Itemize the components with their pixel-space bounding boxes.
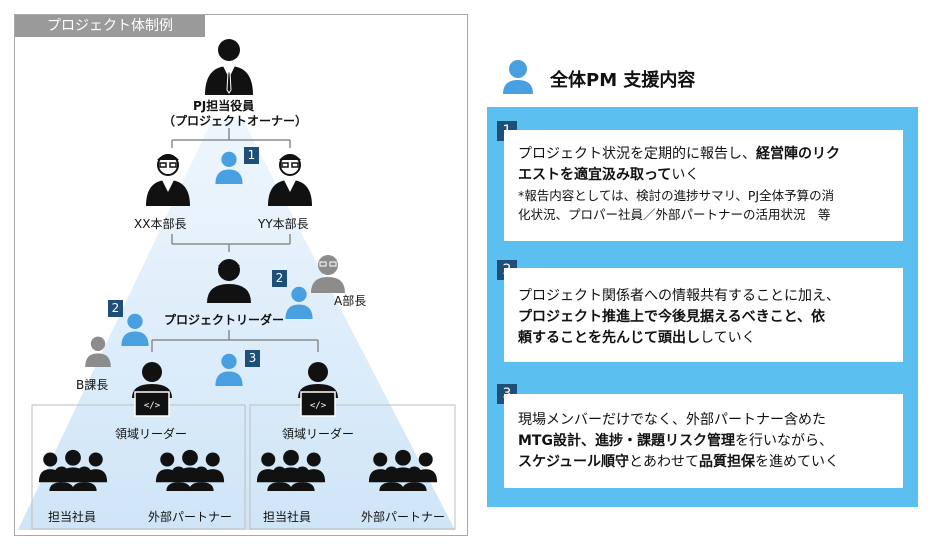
svg-text:</>: </> (310, 401, 327, 411)
b-manager-label: B課長 (76, 378, 109, 392)
responsibility-beam (18, 120, 455, 530)
team-left-partner-label: 外部パートナー (148, 510, 233, 524)
dept-head-left-label: XX本部長 (134, 217, 187, 231)
item1-p3: エストを適宜汲み取って (518, 167, 672, 183)
badge-2b: 2 (108, 300, 123, 317)
team-right-partner-label: 外部パートナー (361, 510, 446, 524)
item2-p3: 頼することを先んじて頭出し (518, 330, 700, 346)
support-item-2-text: プロジェクト関係者への情報共有することに加え、 プロジェクト推進上で今後見据える… (518, 286, 895, 349)
item1-note1: *報告内容としては、検討の進捗サマリ、PJ全体予算の消 (518, 188, 835, 203)
domain-leader-right-icon: </> (298, 362, 338, 417)
domain-leader-left-label: 領域リーダー (115, 427, 188, 441)
a-manager-label: A部長 (334, 294, 367, 308)
item3-p2: MTG設計、進捗・課題リスク管理 (518, 433, 735, 449)
badge-1: 1 (244, 147, 259, 164)
item3-p6: 品質担保 (699, 454, 756, 470)
item1-p4: いく (671, 167, 700, 183)
domain-leader-left-icon: </> (132, 362, 172, 417)
support-item-2: プロジェクト関係者への情報共有することに加え、 プロジェクト推進上で今後見据える… (504, 268, 903, 362)
item3-p3: を行いながら、 (734, 433, 833, 449)
owner-person-icon (205, 39, 253, 95)
leader-label: プロジェクトリーダー (164, 313, 285, 327)
leader-person-icon (207, 259, 251, 303)
item2-p4: していく (700, 330, 756, 346)
item3-p5: とあわせて (629, 454, 700, 470)
support-item-1-text: プロジェクト状況を定期的に報告し、経営陣のリク エストを適宜汲み取っていく *報… (518, 144, 895, 224)
support-item-3-text: 現場メンバーだけでなく、外部パートナー含めた MTG設計、進捗・課題リスク管理を… (518, 410, 895, 473)
owner-sublabel: （プロジェクトオーナー） (163, 114, 308, 128)
item3-p4: スケジュール順守 (518, 454, 630, 470)
badge-3: 3 (245, 350, 260, 367)
item1-p1: プロジェクト状況を定期的に報告し、 (518, 146, 756, 162)
item1-p2: 経営陣のリク (756, 146, 840, 162)
item2-p1: プロジェクト関係者への情報共有することに加え、 (518, 288, 840, 304)
item1-note2: 化状況、プロパー社員／外部パートナーの活用状況 等 (518, 207, 831, 222)
org-connectors (151, 128, 319, 352)
dept-head-right-icon (268, 154, 312, 206)
support-item-1-note: *報告内容としては、検討の進捗サマリ、PJ全体予算の消 化状況、プロパー社員／外… (518, 186, 895, 224)
support-item-1: プロジェクト状況を定期的に報告し、経営陣のリク エストを適宜汲み取っていく *報… (504, 130, 903, 241)
diagram-graphics: </> </> (18, 39, 456, 530)
badge-2a: 2 (272, 270, 287, 287)
item2-p2: プロジェクト推進上で今後見据えるべきこと、依 (518, 309, 826, 325)
support-item-3: 現場メンバーだけでなく、外部パートナー含めた MTG設計、進捗・課題リスク管理を… (504, 394, 903, 488)
support-title: 全体PM 支援内容 (550, 70, 696, 91)
team-right-staff-label: 担当社員 (263, 510, 312, 524)
pm-title-person-icon (503, 60, 533, 94)
dept-head-left-icon (146, 154, 190, 206)
domain-leader-right-label: 領域リーダー (282, 427, 355, 441)
team-box-right (249, 404, 456, 530)
dept-head-right-label: YY本部長 (258, 217, 309, 231)
owner-label: PJ担当役員 (193, 99, 255, 113)
team-left-staff-label: 担当社員 (48, 510, 97, 524)
diagram-frame (14, 14, 468, 536)
diagram-title: プロジェクト体制例 (15, 15, 205, 37)
item3-p7: を進めていく (755, 454, 840, 470)
a-manager-icon (311, 255, 345, 293)
item3-p1: 現場メンバーだけでなく、外部パートナー含めた (518, 412, 826, 428)
svg-text:</>: </> (144, 401, 161, 411)
